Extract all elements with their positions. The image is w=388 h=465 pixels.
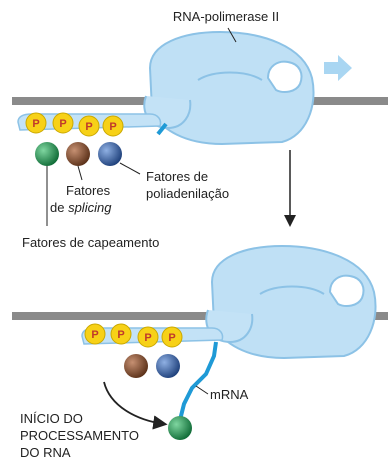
- capping-label: Fatores de capeamento: [22, 235, 159, 250]
- splicing-label-line2: de splicing: [50, 200, 112, 215]
- polyadenylation-factor-icon: [98, 142, 122, 166]
- phosphate-label: P: [109, 121, 116, 133]
- dna-strand-bottom: [12, 312, 388, 320]
- mrna-label: mRNA: [210, 387, 249, 402]
- polymerase-leader-line: [227, 27, 237, 43]
- processing-start-line1: INÍCIO DO: [20, 411, 83, 426]
- phosphate-label: P: [85, 121, 92, 133]
- processing-start-line3: DO RNA: [20, 445, 71, 460]
- capping-factor-icon: [35, 142, 59, 166]
- phosphate-label: P: [32, 118, 39, 130]
- rna-polymerase-top: [143, 30, 315, 146]
- direction-arrow-icon: [324, 55, 352, 81]
- phosphate-label: P: [91, 329, 98, 341]
- phosphate-icon: P: [110, 323, 132, 345]
- phosphate-icon: P: [84, 323, 106, 345]
- rna-polymerase-bottom: [205, 244, 377, 360]
- polyadenylation-label-line2: poliadenilação: [146, 186, 229, 201]
- phosphate-icon: P: [161, 326, 183, 348]
- splicing-leader-line: [77, 165, 83, 181]
- phosphate-icon: P: [52, 112, 74, 134]
- splicing-factor-icon: [66, 142, 90, 166]
- phosphate-label: P: [168, 332, 175, 344]
- phosphate-icon: P: [137, 326, 159, 348]
- rna-strand-top: [156, 122, 168, 136]
- polymerase-label: RNA-polimerase II: [173, 9, 279, 24]
- mrna-leader-line: [195, 385, 209, 395]
- splicing-label-line1: Fatores: [66, 183, 111, 198]
- phosphate-label: P: [59, 118, 66, 130]
- splicing-label-italic: splicing: [68, 200, 112, 215]
- mrna-strand: [178, 341, 218, 421]
- processing-start-line2: PROCESSAMENTO: [20, 428, 139, 443]
- phosphate-icon: P: [25, 112, 47, 134]
- polyadenylation-leader-line: [119, 162, 141, 175]
- top-panel: P P P P RNA-polimerase II Fatores: [12, 9, 388, 250]
- polyadenylation-factor-icon: [156, 354, 180, 378]
- phosphate-label: P: [144, 332, 151, 344]
- splicing-factor-icon: [124, 354, 148, 378]
- phosphate-icon: P: [78, 115, 100, 137]
- phosphate-group-top: P P P P: [25, 112, 124, 137]
- processing-start-arrow-icon: [103, 381, 168, 430]
- splicing-label-prefix: de: [50, 200, 68, 215]
- phosphate-label: P: [117, 329, 124, 341]
- phosphate-icon: P: [102, 115, 124, 137]
- polyadenylation-label-line1: Fatores de: [146, 169, 208, 184]
- capping-factor-icon: [168, 416, 192, 440]
- phosphate-group-bottom: P P P P: [84, 323, 183, 348]
- bottom-panel: P P P P mRNA INÍCIO DO PROCESSAMENTO DO: [12, 244, 388, 460]
